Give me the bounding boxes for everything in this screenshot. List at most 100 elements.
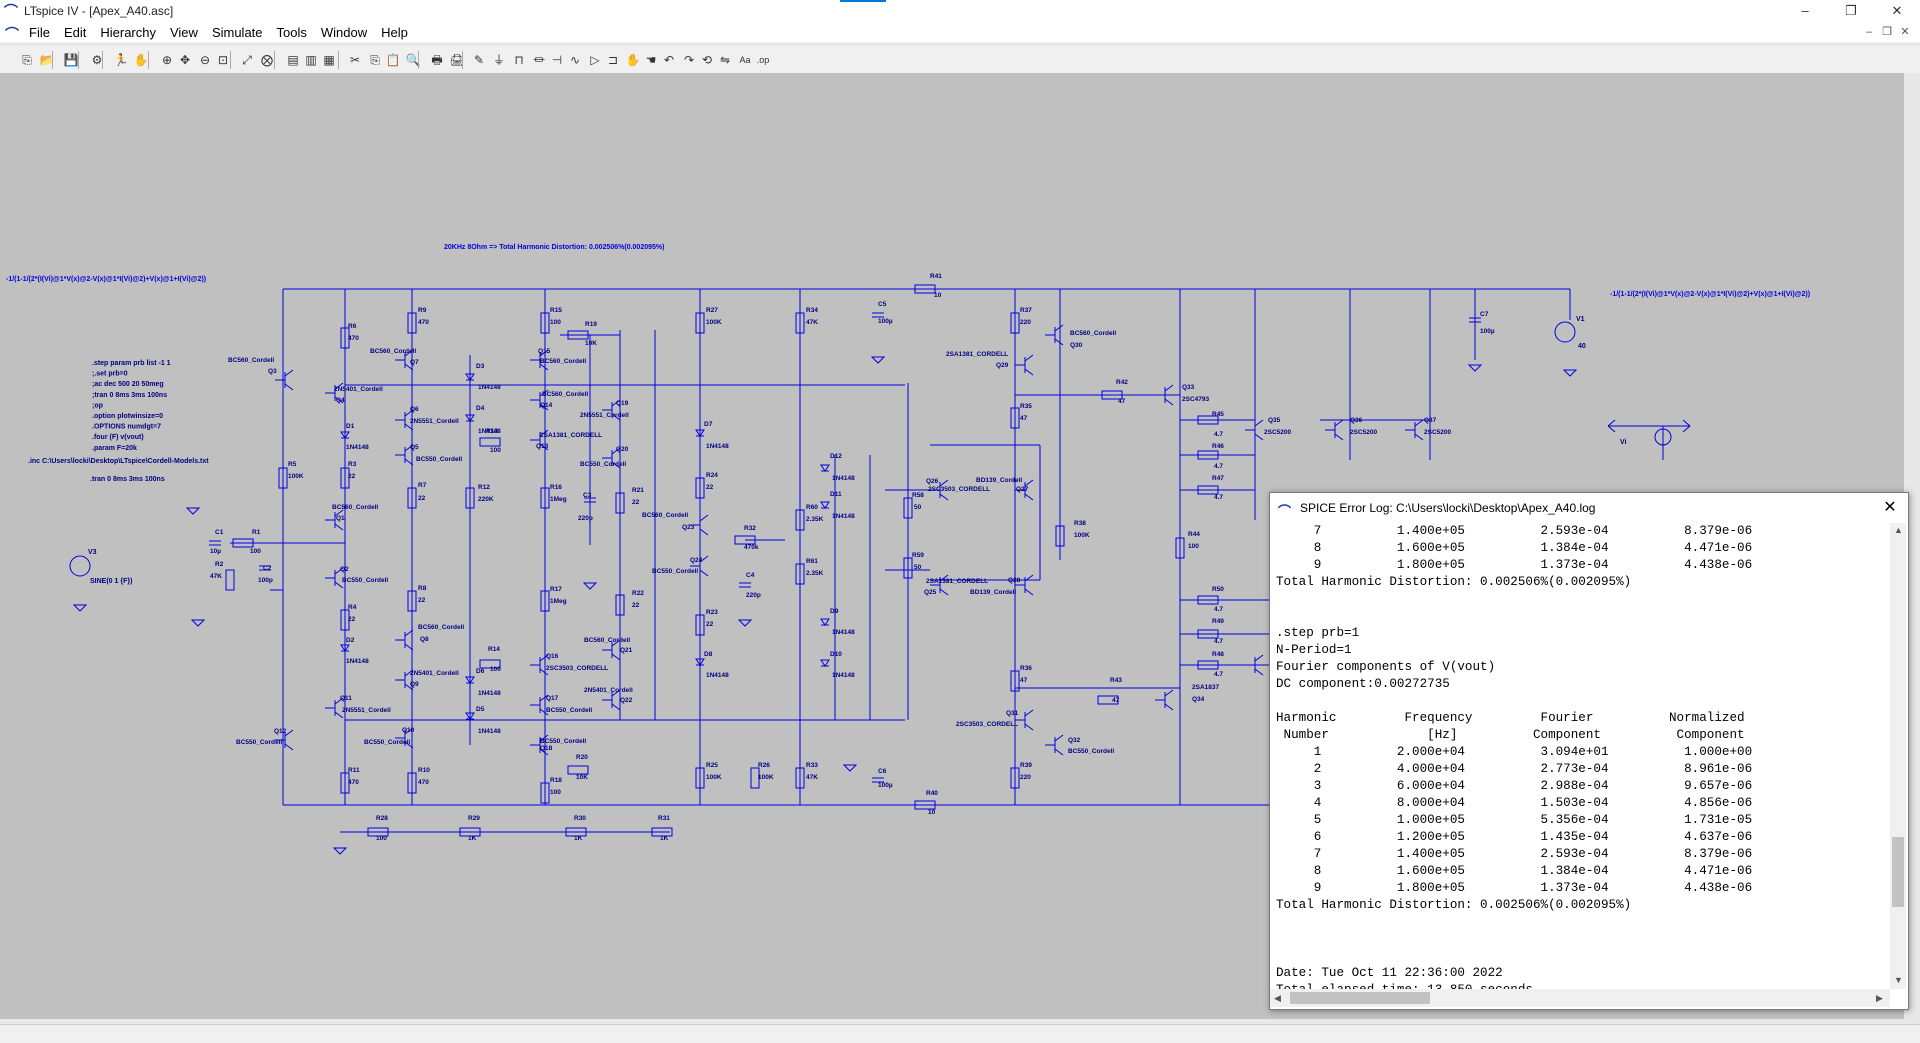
resistor[interactable] [1197,629,1219,639]
inductor-icon[interactable]: ∿ [569,53,581,67]
mdi-close-button[interactable]: ✕ [1900,26,1910,38]
capacitor[interactable] [584,497,596,503]
drag-icon[interactable]: ☚ [645,53,657,67]
transistor[interactable] [1245,654,1264,676]
error-log-horizontal-scrollbar[interactable]: ◀ ▶ [1270,989,1890,1007]
transistor[interactable] [930,479,949,501]
resistor[interactable] [903,557,913,579]
cut-icon[interactable]: ✂ [349,53,361,67]
redo-icon[interactable]: ↷ [683,53,695,67]
transistor[interactable] [325,509,344,531]
menu-help[interactable]: Help [381,25,408,40]
transistor[interactable] [1045,734,1064,756]
error-log-vertical-scrollbar[interactable]: ▲ ▼ [1890,523,1906,989]
resistor[interactable] [340,772,350,794]
transistor[interactable] [690,555,709,577]
transistor[interactable] [325,382,344,404]
copy-icon[interactable]: ⎘ [370,53,380,67]
zoom-out-icon[interactable]: ⊖ [199,53,211,67]
zoom-in-icon[interactable]: ⊕ [161,53,173,67]
resistor[interactable] [615,492,625,514]
resistor[interactable] [407,590,417,612]
paste-icon[interactable]: 📋 [385,53,401,67]
resistor[interactable] [540,312,550,334]
autorange-icon[interactable]: ⤢ [242,53,252,67]
transistor[interactable] [1405,419,1424,441]
print-icon[interactable]: 🖶 [431,53,443,67]
transistor[interactable] [1045,324,1064,346]
resistor[interactable] [540,782,550,804]
menu-window[interactable]: Window [320,25,368,40]
zoom-fit-icon[interactable]: ⊡ [217,53,229,67]
close-button[interactable]: ✕ [1891,3,1903,18]
menu-file[interactable]: File [29,25,50,40]
transistor[interactable] [395,669,414,691]
tile-vertical-icon[interactable]: ▥ [305,53,317,67]
resistor[interactable] [540,487,550,509]
resistor[interactable] [695,477,705,499]
scroll-thumb[interactable] [1892,837,1904,907]
resistor[interactable] [407,772,417,794]
resistor[interactable] [615,594,625,616]
resistor[interactable] [651,827,673,837]
transistor[interactable] [530,694,549,716]
restore-button[interactable]: ❐ [1845,3,1857,18]
component-icon[interactable]: ⊐ [607,53,619,67]
resistor[interactable] [795,312,805,334]
resistor[interactable] [479,437,501,447]
transistor[interactable] [275,369,294,391]
run-icon[interactable]: 🏃 [113,53,129,67]
resistor[interactable] [459,827,481,837]
mirror-icon[interactable]: ⇋ [719,53,731,67]
transistor[interactable] [325,567,344,589]
move-icon[interactable]: ✋ [625,53,641,67]
diode[interactable] [340,431,350,439]
minimize-button[interactable]: – [1801,3,1809,18]
spice-error-log-window[interactable]: ⌒ SPICE Error Log: C:\Users\locki\Deskto… [1269,492,1909,1010]
resistor[interactable] [795,563,805,585]
transistor[interactable] [395,349,414,371]
label-net-icon[interactable]: ⊓ [514,53,524,67]
pan-icon[interactable]: ✥ [179,53,191,67]
document-icon[interactable]: ⌒ [5,26,19,42]
resistor[interactable] [695,312,705,334]
resistor[interactable] [695,767,705,789]
capacitor-icon[interactable]: ⊣ [551,53,563,67]
menu-simulate[interactable]: Simulate [211,25,263,40]
diode[interactable] [465,712,475,720]
error-log-close-button[interactable]: ✕ [1883,499,1897,516]
ground-symbol[interactable] [1467,364,1483,372]
transistor[interactable] [690,514,709,536]
halt-icon[interactable]: ✋ [133,53,149,67]
resistor[interactable] [340,609,350,631]
resistor[interactable] [914,800,936,810]
ground-icon[interactable]: ⏚ [492,53,505,67]
diode[interactable] [465,676,475,684]
transistor[interactable] [395,444,414,466]
resistor[interactable] [1101,390,1123,400]
scroll-right-icon[interactable]: ▶ [1876,993,1883,1003]
new-schematic-icon[interactable]: ⎘ [22,53,32,67]
diode[interactable] [695,429,705,437]
resistor[interactable] [465,487,475,509]
transistor[interactable] [395,409,414,431]
resistor[interactable] [407,312,417,334]
open-icon[interactable]: 📂 [39,53,55,67]
resistor[interactable] [225,569,235,591]
mdi-restore-button[interactable]: ❐ [1882,26,1892,38]
transistor[interactable] [1015,574,1034,596]
resistor[interactable] [1197,595,1219,605]
resistor[interactable] [1055,525,1065,547]
hide-icon[interactable]: ⨂ [261,53,273,67]
transistor[interactable] [530,389,549,411]
resistor[interactable] [1010,312,1020,334]
ground-symbol[interactable] [185,507,201,515]
resistor[interactable] [734,535,756,545]
resistor[interactable] [340,467,350,489]
transistor[interactable] [602,639,621,661]
draw-wire-icon[interactable]: ✎ [473,53,485,67]
scroll-up-icon[interactable]: ▲ [1894,525,1903,535]
diode[interactable] [820,464,830,472]
mdi-minimize-button[interactable]: – [1865,26,1873,38]
ground-symbol[interactable] [190,619,206,627]
